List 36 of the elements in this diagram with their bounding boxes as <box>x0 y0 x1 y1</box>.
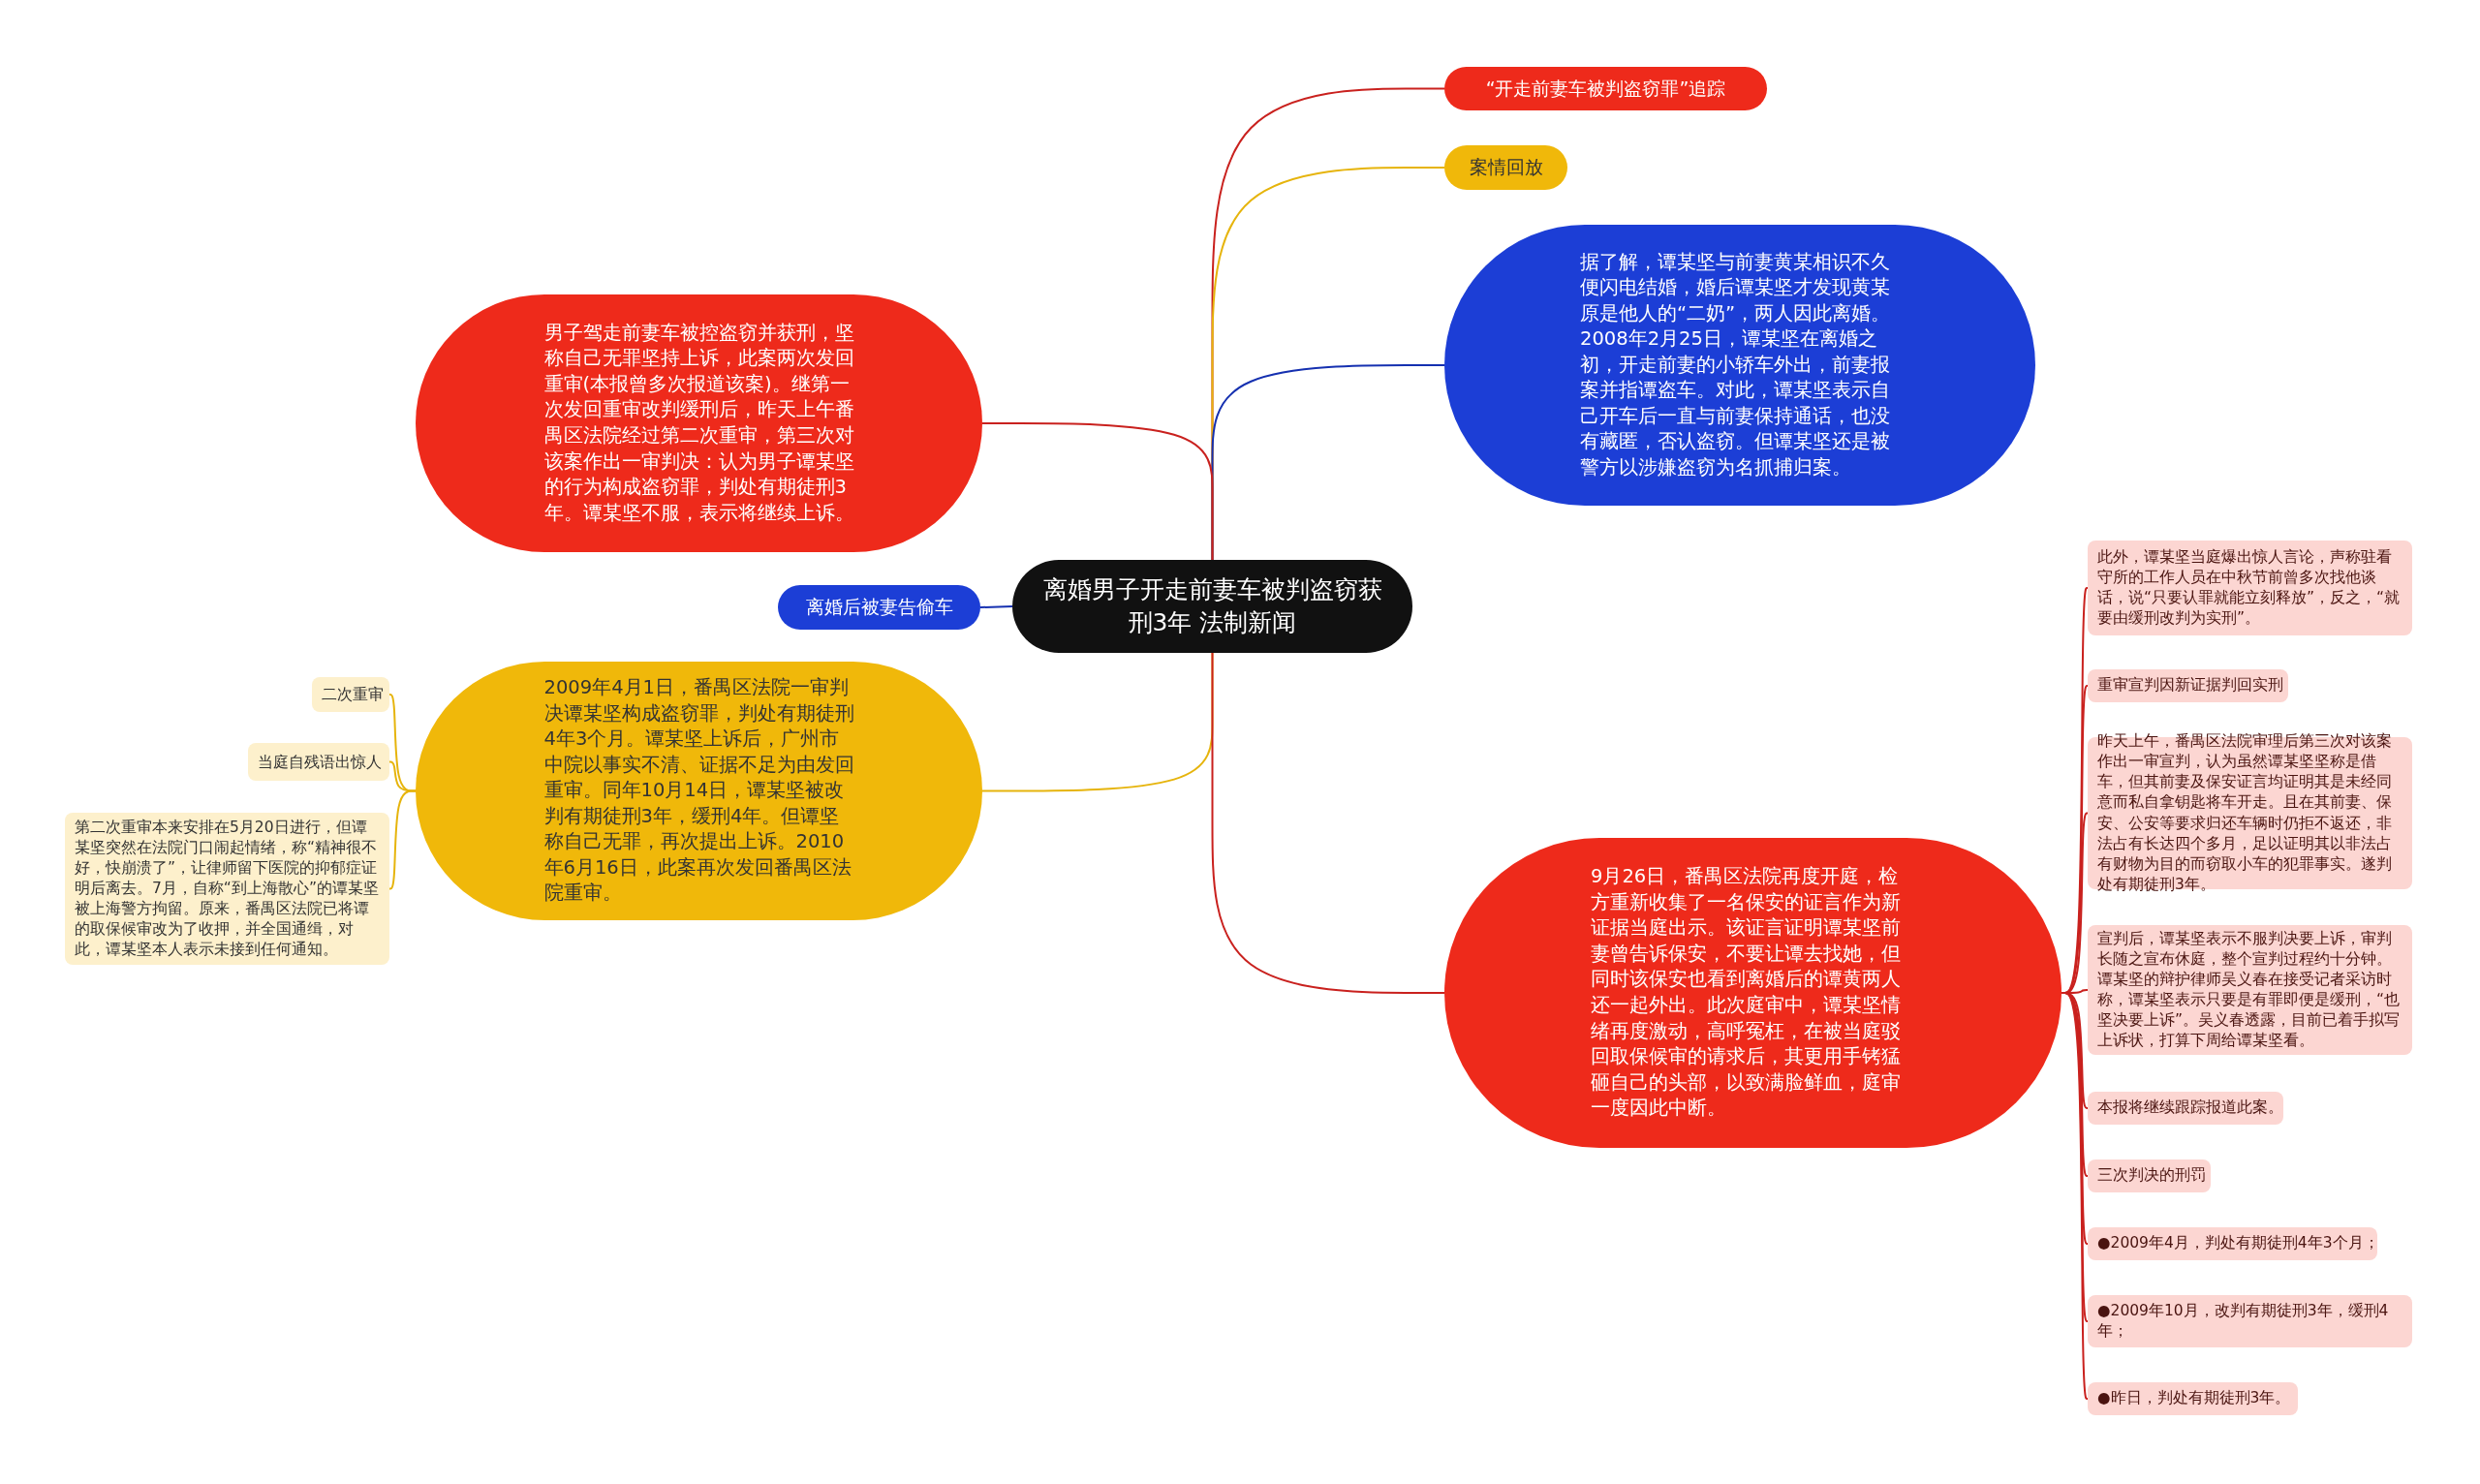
connector-line <box>979 605 1013 608</box>
node-text: ●2009年4月，判处有期徒刑4年3个月； <box>2097 1233 2379 1254</box>
node-text: 本报将继续跟踪报道此案。 <box>2097 1098 2283 1119</box>
subtopic-box <box>2088 1295 2412 1347</box>
node-text: 宣判后，谭某坚表示不服判决要上诉，审判长随之宣布休庭，整个宣判过程约十分钟。谭某坚的辩护律师吴义春在接受记者采访时称，谭某坚表示只要是有罪即便是缓刑，“也坚决要上诉”。吴义春透露，目前已着手拟写上诉状，打算下周给谭某坚看。 <box>2097 928 2402 1052</box>
connector-line <box>388 789 417 890</box>
node-text: 2009年4月1日，番禺区法院一审判决谭某坚构成盗窃罪，判处有期徒刑4年3个月。谭某坚上诉后，广州市中院以事实不清、证据不足为由发回重审。同年10月14日，谭某坚被改判有期徒刑3年，缓刑4年。但谭坚称自己无罪，再次提出上诉。2010年6月16日，此案再次发回番禺区法院重审。 <box>543 675 854 907</box>
subtopic-box <box>2088 1227 2377 1260</box>
subtopic-box <box>248 743 389 781</box>
connector-line <box>1211 652 1445 994</box>
subtopic-box <box>2088 541 2412 635</box>
node-text: 二次重审 <box>322 684 384 705</box>
node-text: “开走前妻车被判盗窃罪”追踪 <box>1485 76 1726 101</box>
node-text: 案情回放 <box>1469 155 1543 180</box>
subtopic-box <box>2088 669 2288 702</box>
topic-pill <box>1444 67 1767 110</box>
node-text: 三次判决的刑罚 <box>2097 1165 2206 1187</box>
node-text: 此外，谭某坚当庭爆出惊人言论，声称驻看守所的工作人员在中秋节前曾多次找他谈话，说“只要认罪就能立刻释放”，反之，“就要由缓刑改判为实刑”。 <box>2097 546 2402 630</box>
node-text: ●2009年10月，改判有期徒刑3年，缓刑4年； <box>2097 1300 2390 1342</box>
topic-pill <box>1444 145 1567 190</box>
node-text: 离婚男子开走前妻车被判盗窃获刑3年 法制新闻 <box>1041 574 1383 638</box>
node-text: ●昨日，判处有期徒刑3年。 <box>2097 1388 2291 1409</box>
node-text: 当庭自残语出惊人 <box>258 751 382 773</box>
node-text: 据了解，谭某坚与前妻黄某相识不久便闪电结婚，婚后谭某坚才发现黄某原是他人的“二奶”，两人因此离婚。2008年2月25日，谭某坚在离婚之初，开走前妻的小轿车外出，前妻报案并指谭盗车。对此，谭某坚表示自己开车后一直与前妻保持通话，也没有藏匿，否认盗窃。但谭某坚还是被警方以涉嫌盗窃为名抓捕归案。 <box>1580 249 1892 480</box>
subtopic-box <box>2088 1159 2211 1192</box>
topic-pill <box>778 585 980 630</box>
subtopic-box <box>312 677 389 712</box>
node-text: 9月26日，番禺区法院再度开庭，检方重新收集了一名保安的证言作为新证据当庭出示。该证言证明谭某坚前妻曾告诉保安，不要让谭去找她，但同时该保安也看到离婚后的谭黄两人还一起外出。此次庭审中，谭某坚情绪再度激动，高呼冤枉，在被当庭驳回取保候审的请求后，其更用手铐猛砸自己的头部，以致满脸鲜血，庭审一度因此中断。 <box>1591 864 1902 1122</box>
node-text: 男子驾走前妻车被控盗窃并获刑，坚称自己无罪坚持上诉，此案两次发回重审(本报曾多次报道该案)。继第一次发回重审改判缓刑后，昨天上午番禺区法院经过第二次重审，第三次对该案作出一审判决：认为男子谭某坚的行为构成盗窃罪，判处有期徒刑3年。谭某坚不服，表示将继续上诉。 <box>543 320 854 526</box>
subtopic-box <box>2088 1382 2298 1415</box>
subtopic-box <box>2088 1092 2283 1125</box>
node-text: 第二次重审本来安排在5月20日进行，但谭某坚突然在法院门口闹起情绪，称“精神很不好，快崩溃了”，让律师留下医院的抑郁症证明后离去。7月，自称“到上海散心”的谭某坚被上海警方拘留。原来，番禺区法院已将谭的取保候审改为了收押，并全国通缉，对此，谭某坚本人表示未接到任何通知。 <box>75 817 380 961</box>
node-text: 重审宣判因新证据判回实刑 <box>2097 675 2283 696</box>
connector-line <box>981 422 1214 561</box>
node-text: 离婚后被妻告偷车 <box>805 595 953 620</box>
node-text: 昨天上午，番禺区法院审理后第三次对该案作出一审宣判，认为虽然谭某坚坚称是借车，但其前妻及保安证言均证明其是未经同意而私自拿钥匙将车开走。且在其前妻、保安、公安等要求归还车辆时仍拒不返还，非法占有长达四个多月，足以证明其以非法占有财物为目的而窃取小车的犯罪事实。遂判处有期徒刑3年。 <box>2097 731 2393 895</box>
